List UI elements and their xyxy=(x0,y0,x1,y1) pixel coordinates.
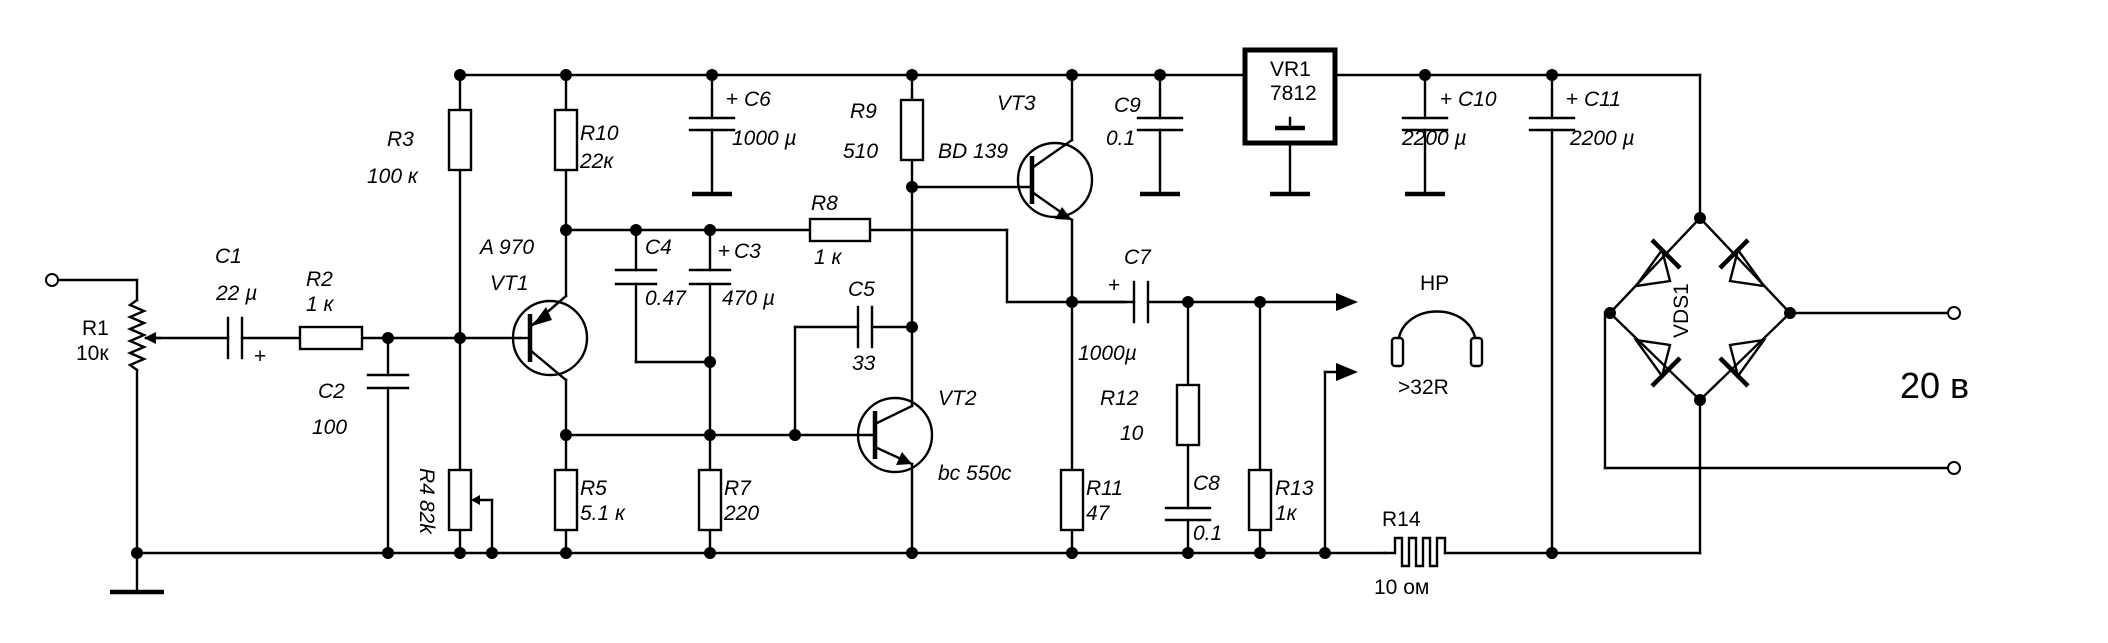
label-c2: C2 xyxy=(318,380,345,403)
label-c4: C4 xyxy=(645,236,672,259)
label-c3: C3 xyxy=(734,240,761,263)
label-r9: R9 xyxy=(850,100,877,123)
label-r14: R14 xyxy=(1382,508,1421,531)
label-r14-value: 10 ом xyxy=(1374,576,1429,599)
label-c9: C9 xyxy=(1114,94,1141,117)
label-r2-value: 1 к xyxy=(306,293,335,316)
vr1-regulator xyxy=(1242,47,1338,146)
label-r13: R13 xyxy=(1275,477,1314,500)
label-c8-value: 0.1 xyxy=(1193,522,1222,545)
label-r3: R3 xyxy=(387,128,414,151)
label-r11: R11 xyxy=(1086,477,1123,500)
label-r7-value: 220 xyxy=(723,502,759,525)
label-supply-voltage: 20 в xyxy=(1900,365,1969,406)
label-c9-value: 0.1 xyxy=(1106,127,1135,150)
label-c5: C5 xyxy=(848,278,875,301)
label-c4-value: 0.47 xyxy=(645,287,687,310)
label-c7-value: 1000µ xyxy=(1078,342,1137,365)
label-vt2: VT2 xyxy=(938,387,977,410)
label-vt1-type: A 970 xyxy=(478,236,534,259)
label-r4-value: 82k xyxy=(415,500,438,535)
label-c11-plus: + xyxy=(1566,88,1578,111)
label-c1: C1 xyxy=(215,245,242,268)
r4-trimmer xyxy=(447,468,480,532)
label-c2-value: 100 xyxy=(312,416,347,439)
label-c10-value: 2200 µ xyxy=(1401,127,1467,150)
label-r10: R10 xyxy=(580,122,619,145)
label-c7: C7 xyxy=(1124,246,1152,269)
label-r7: R7 xyxy=(724,477,752,500)
vt3-transistor xyxy=(1016,138,1094,222)
label-r12-value: 10 xyxy=(1120,422,1144,445)
label-r13-value: 1к xyxy=(1275,502,1298,525)
label-c3-value: 470 µ xyxy=(722,287,775,310)
label-vr1: VR1 xyxy=(1270,58,1311,81)
r1-potentiometer xyxy=(126,298,162,372)
vt2-transistor xyxy=(856,396,934,474)
resistors xyxy=(298,98,1273,532)
label-hp: HP xyxy=(1420,272,1449,295)
junction-dots xyxy=(131,69,1796,559)
label-c5-value: 33 xyxy=(852,352,876,375)
label-hp-value: >32R xyxy=(1398,376,1449,399)
wires xyxy=(55,73,1950,595)
label-r10-value: 22к xyxy=(579,150,614,173)
label-r3-value: 100 к xyxy=(367,165,419,188)
label-r1: R1 xyxy=(82,317,109,340)
label-r11-value: 47 xyxy=(1086,502,1111,525)
label-c8: C8 xyxy=(1193,472,1220,495)
headphone-arrows xyxy=(1336,293,1358,381)
component-labels: R1 10к C1 22 µ + R2 1 к C2 100 R3 100 к … xyxy=(76,58,1969,599)
capacitors xyxy=(226,116,1576,522)
label-r2: R2 xyxy=(306,268,333,291)
label-r12: R12 xyxy=(1100,387,1139,410)
label-c6-plus: + xyxy=(726,88,738,111)
label-vt1: VT1 xyxy=(490,272,529,295)
label-c3-plus: + xyxy=(718,240,730,263)
label-vds1: VDS1 xyxy=(1670,283,1693,338)
label-r1-value: 10к xyxy=(76,342,109,365)
r14-resistor xyxy=(1383,536,1447,568)
vt1-transistor xyxy=(511,294,589,382)
label-c6: C6 xyxy=(744,88,771,111)
label-c7-plus: + xyxy=(1108,274,1120,297)
label-r5-value: 5.1 к xyxy=(580,502,626,525)
vds1-bridge xyxy=(1608,216,1792,402)
label-c6-value: 1000 µ xyxy=(732,127,797,150)
label-vt2-type: bc 550c xyxy=(938,462,1012,485)
label-vr1-type: 7812 xyxy=(1270,82,1317,105)
label-r8-value: 1 к xyxy=(814,246,843,269)
label-r9-value: 510 xyxy=(843,140,878,163)
label-c10-plus: + xyxy=(1440,88,1452,111)
label-c11: C11 xyxy=(1584,88,1621,111)
label-c10: C10 xyxy=(1458,88,1497,111)
label-c1-value: 22 µ xyxy=(215,282,257,305)
headphones-icon xyxy=(1390,310,1484,368)
label-r8: R8 xyxy=(811,192,838,215)
label-r5: R5 xyxy=(580,477,607,500)
label-r4: R4 xyxy=(415,468,438,495)
label-c11-value: 2200 µ xyxy=(1569,127,1635,150)
label-vt3-type: BD 139 xyxy=(938,140,1008,163)
label-vt3: VT3 xyxy=(997,92,1036,115)
label-c1-plus: + xyxy=(254,345,266,368)
terminals xyxy=(45,273,1961,475)
